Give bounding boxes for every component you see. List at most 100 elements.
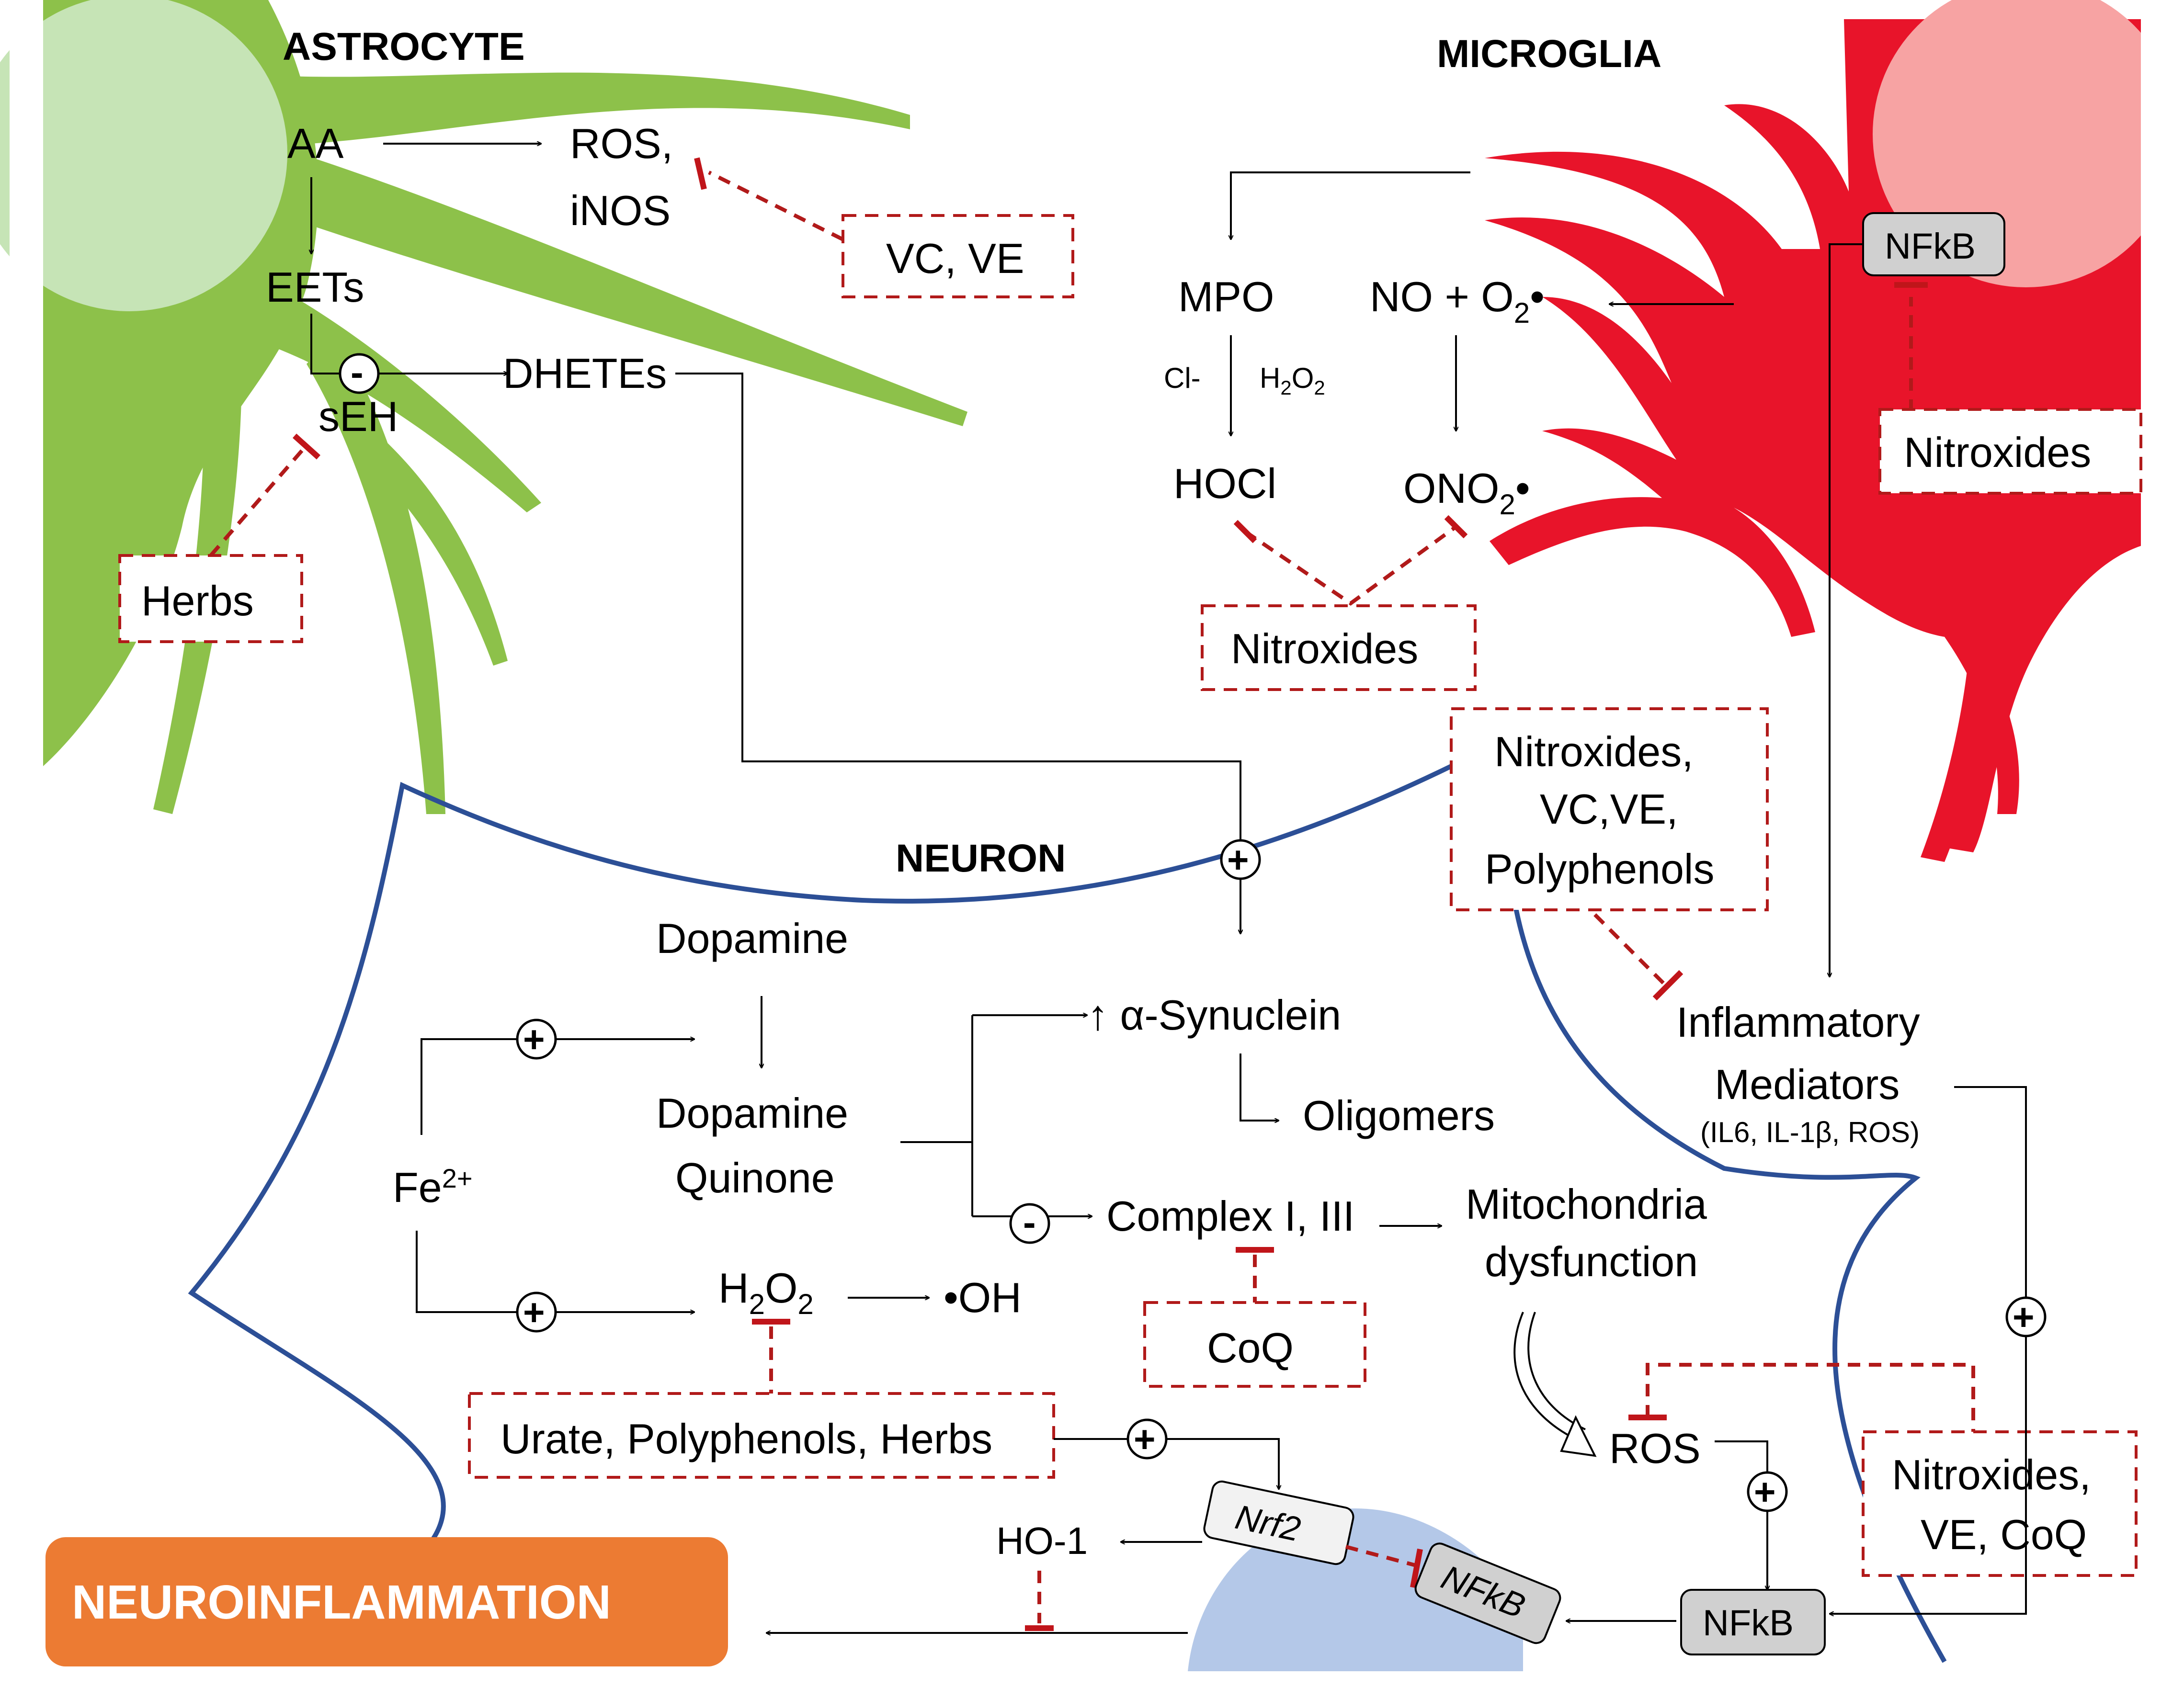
neuroinflammation-label: NEUROINFLAMMATION <box>72 1575 611 1629</box>
nrf2-box <box>1203 1480 1354 1565</box>
plus-circle-fe-top <box>516 1019 557 1060</box>
plus-sign-ros: + <box>1754 1471 1776 1513</box>
nitrox-ve-coq-line2: VE, CoQ <box>1921 1511 2087 1558</box>
plus-sign-fe-bottom: + <box>523 1291 545 1333</box>
antiox-inhibit-bar <box>1652 970 1684 1001</box>
ono2-dot: • <box>1515 464 1530 512</box>
antiox-inhibit-line <box>1593 913 1668 988</box>
nfkb-microglia-label: NFkB <box>1885 226 1976 267</box>
ros-label: ROS, <box>570 120 673 167</box>
h2o2-label-mpo: H2O2 <box>1260 362 1325 399</box>
dhetes-label: DHETEs <box>503 350 667 397</box>
urate-box <box>468 1392 1055 1479</box>
h2o2-o: O <box>1292 362 1314 394</box>
hocl-inhibit-bar <box>1233 520 1257 544</box>
asyn-label: ↑ α-Synuclein <box>1087 991 1341 1039</box>
mito-to-ros-curve-b <box>1527 1312 1586 1430</box>
mito-line1: Mitochondria <box>1466 1180 1707 1228</box>
ono2-inhibit-bar <box>1444 515 1468 539</box>
mpo-label: MPO <box>1178 273 1274 320</box>
nitroxides-right-box <box>1878 408 2142 495</box>
herbs-inhibit-bar <box>292 433 321 460</box>
ono2-main: ONO <box>1403 464 1499 512</box>
nfkb-to-inflammatory-arrow <box>1830 243 1863 977</box>
nrf2-group: Nrf2 <box>1203 1480 1354 1565</box>
neuron-membrane <box>188 764 1947 1663</box>
nucleus-nfkb-group: NFkB <box>1414 1542 1561 1644</box>
aa-label: AA <box>287 120 344 167</box>
nitroxides-box <box>1201 604 1477 691</box>
eets-label: EETs <box>266 263 364 311</box>
plus-sign-dhetes: + <box>1227 838 1249 881</box>
h2o2-neuron-label: H2O2 <box>718 1264 814 1320</box>
fe-label: Fe2+ <box>393 1163 473 1211</box>
h2o2n-sub1: 2 <box>749 1288 765 1320</box>
h2o2n-sub2: 2 <box>797 1288 813 1320</box>
minus-circle-complex <box>1009 1203 1050 1244</box>
mito-to-ros-arrowhead <box>1560 1415 1597 1457</box>
seh-label: sEH <box>318 393 398 440</box>
urate-label: Urate, Polyphenols, Herbs <box>500 1415 992 1462</box>
nitrox-ve-coq-box <box>1862 1430 2138 1577</box>
antioxidant-box <box>1450 707 1769 911</box>
vcve-inhibit-bar <box>694 157 707 190</box>
antiox-line3: Polyphenols <box>1485 845 1714 893</box>
herbs-inhibit-line <box>209 444 308 557</box>
oh-label: •OH <box>944 1274 1022 1321</box>
coq-label: CoQ <box>1207 1324 1294 1371</box>
dq-line1: Dopamine <box>656 1089 848 1137</box>
no-o2-sub: 2 <box>1514 297 1530 329</box>
nucleus-nfkb-box <box>1414 1542 1561 1644</box>
inflam-line1: Inflammatory <box>1676 998 1920 1046</box>
asyn-to-oligomers-arrow <box>1240 1054 1279 1121</box>
fe-sup: 2+ <box>442 1163 473 1193</box>
h2o2n-o: O <box>765 1264 797 1312</box>
herbs-box <box>118 554 303 643</box>
fe-to-h2o2-arrow <box>416 1231 694 1312</box>
nfkb-neuron-label: NFkB <box>1703 1603 1794 1643</box>
microglia-to-mpo-arrow <box>1231 171 1470 239</box>
dq-line2: Quinone <box>675 1154 835 1201</box>
neuroinflammation-banner <box>46 1537 728 1666</box>
inflam-line3: (IL6, IL-1β, ROS) <box>1700 1116 1920 1148</box>
microglia-label: MICROGLIA <box>1437 32 1661 76</box>
minus-sign-complex: - <box>1023 1201 1036 1244</box>
herbs-label: Herbs <box>141 577 254 624</box>
plus-sign-fe-top: + <box>523 1018 545 1060</box>
mito-line2: dysfunction <box>1485 1238 1698 1285</box>
plus-circle-dhetes <box>1220 839 1261 880</box>
plus-sign-urate: + <box>1134 1418 1156 1460</box>
h2o2n-h: H <box>718 1264 749 1312</box>
coq-box <box>1143 1301 1366 1388</box>
plus-circle-inflam <box>2005 1296 2047 1337</box>
vc-ve-box <box>842 214 1074 298</box>
dopamine-label: Dopamine <box>656 915 848 962</box>
plus-circle-urate <box>1126 1418 1168 1460</box>
eets-to-dhetes-arrow <box>310 314 508 374</box>
plus-circle-fe-bottom <box>516 1291 557 1333</box>
antiox-line1: Nitroxides, <box>1494 728 1694 775</box>
fe-to-quinone-arrow <box>421 1039 694 1135</box>
nrf2-inhibit-line <box>1345 1545 1419 1568</box>
vcve-inhibit-line <box>708 170 844 241</box>
h2o2-sub2: 2 <box>1314 376 1325 399</box>
inflam-to-nfkb-arrow <box>1830 1086 2027 1614</box>
ros-to-nfkb-arrow <box>1715 1440 1767 1590</box>
ho1-label: HO-1 <box>996 1519 1088 1562</box>
h2o2-h: H <box>1260 362 1280 394</box>
nitrox-ve-coq-line1: Nitroxides, <box>1892 1451 2091 1498</box>
cl-label: Cl- <box>1164 362 1201 394</box>
astrocyte-label: ASTROCYTE <box>283 25 525 68</box>
ros-inhibit-line <box>1646 1363 1975 1432</box>
dhetes-to-neuron-arrow <box>675 373 1240 934</box>
inos-label: iNOS <box>570 187 671 234</box>
fe-main: Fe <box>393 1164 442 1211</box>
minus-sign: - <box>351 351 364 394</box>
nitroxides-inhibit-lines <box>1244 525 1457 606</box>
complex-label: Complex I, III <box>1106 1192 1354 1240</box>
antiox-line2: VC,VE, <box>1540 785 1678 833</box>
hocl-label: HOCl <box>1173 460 1276 507</box>
no-o2-dot: • <box>1530 273 1545 320</box>
